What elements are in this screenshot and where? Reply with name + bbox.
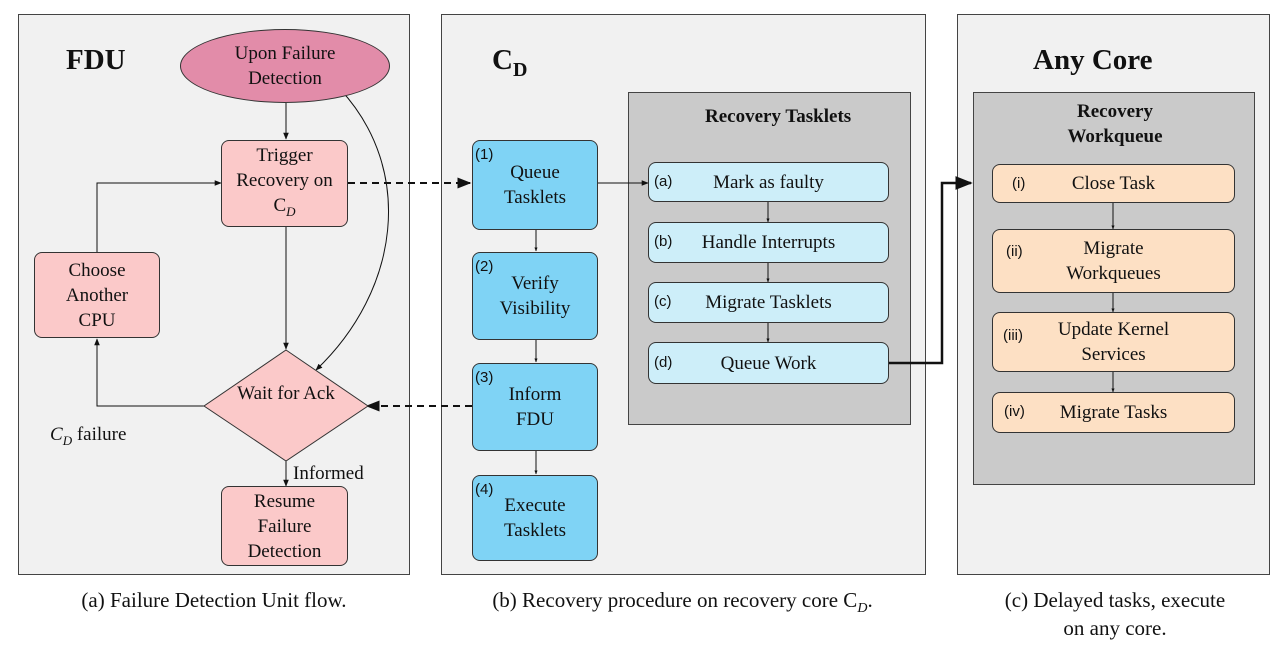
informed-label: Informed	[293, 463, 364, 484]
step-inform-fdu: Inform FDU	[472, 363, 598, 451]
workqueue-migrate-tasks: Migrate Tasks	[992, 392, 1235, 433]
caption-b: (b) Recovery procedure on recovery core …	[492, 588, 873, 617]
tasklet-b-number: (b)	[654, 233, 673, 250]
tasklet-mark-as-faulty: Mark as faulty	[648, 162, 889, 202]
recovery-tasklets-title: Recovery Tasklets	[705, 106, 852, 127]
step-queue-tasklets: Queue Tasklets	[472, 140, 598, 230]
step-verify-visibility: Verify Visibility	[472, 252, 598, 340]
trigger-recovery-node: Trigger Recovery on CD	[221, 140, 348, 227]
wait-for-ack-diamond	[203, 349, 369, 462]
tasklet-handle-interrupts: Handle Interrupts	[648, 222, 889, 263]
step-3-number: (3)	[475, 369, 494, 386]
tasklet-c-number: (c)	[654, 293, 672, 310]
step-4-number: (4)	[475, 481, 494, 498]
tasklet-d-number: (d)	[654, 354, 673, 371]
workqueue-close-task: Close Task	[992, 164, 1235, 203]
workqueue-migrate-workqueues: Migrate Workqueues	[992, 229, 1235, 293]
cd-failure-label: CD failure	[50, 424, 127, 448]
caption-c: (c) Delayed tasks, execute on any core.	[1004, 588, 1226, 640]
tasklet-migrate-tasklets: Migrate Tasklets	[648, 282, 889, 323]
any-core-title: Any Core	[1033, 44, 1153, 76]
step-2-number: (2)	[475, 258, 494, 275]
caption-a: (a) Failure Detection Unit flow.	[81, 588, 347, 612]
resume-failure-detection-node: Resume Failure Detection	[221, 486, 348, 566]
workqueue-iv-number: (iv)	[1004, 403, 1025, 420]
workqueue-ii-number: (ii)	[1006, 243, 1023, 260]
recovery-workqueue-title: Recovery Workqueue	[1067, 101, 1163, 147]
workqueue-update-kernel-services: Update Kernel Services	[992, 312, 1235, 372]
choose-another-cpu-node: Choose Another CPU	[34, 252, 160, 338]
step-1-number: (1)	[475, 146, 494, 163]
cd-title: CD	[492, 44, 528, 81]
workqueue-iii-number: (iii)	[1003, 327, 1023, 344]
upon-failure-node: Upon Failure Detection	[180, 29, 390, 103]
workqueue-i-number: (i)	[1012, 175, 1026, 192]
fdu-title: FDU	[66, 44, 126, 76]
step-execute-tasklets: Execute Tasklets	[472, 475, 598, 561]
tasklet-a-number: (a)	[654, 173, 673, 190]
wait-for-ack-label: Wait for Ack	[237, 383, 335, 404]
tasklet-queue-work: Queue Work	[648, 342, 889, 384]
